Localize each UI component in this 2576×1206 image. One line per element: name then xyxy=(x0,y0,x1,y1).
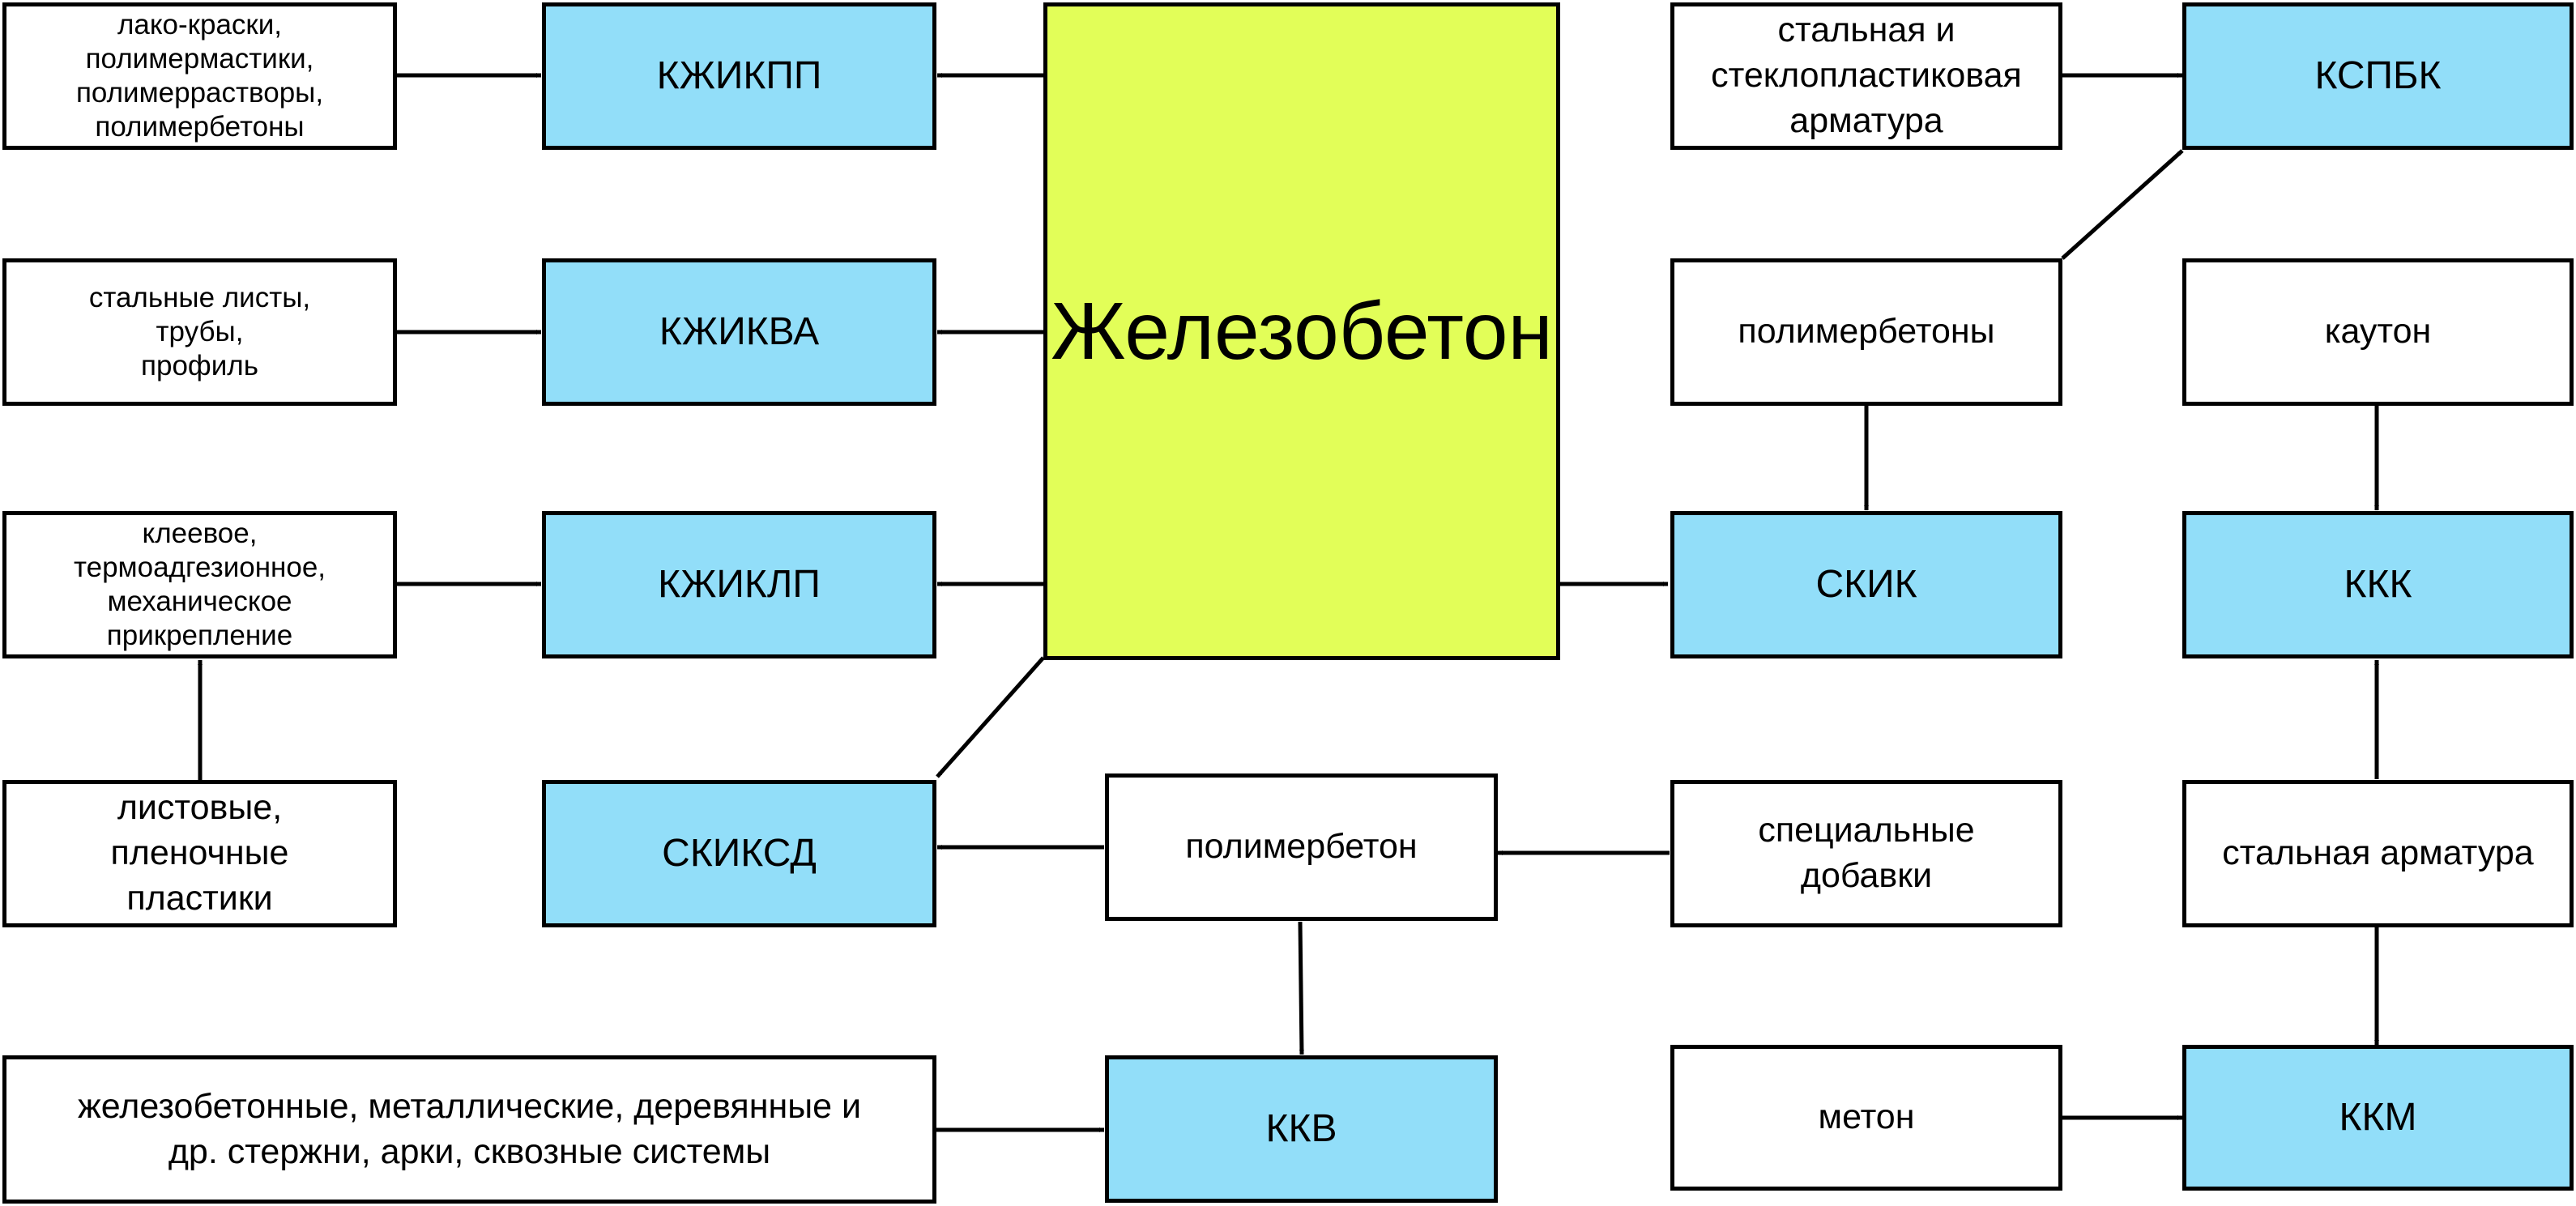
node-paints-polymers: лако-краски, полимермастики, полимерраст… xyxy=(2,2,397,150)
node-polymer-concrete: полимербетон xyxy=(1105,773,1498,921)
node-polymer-concretes: полимербетоны xyxy=(1670,258,2062,406)
node-steel-sheets: стальные листы, трубы, профиль xyxy=(2,258,397,406)
node-kzhikva: КЖИКВА xyxy=(542,258,936,406)
node-steel-rebar: стальная арматура xyxy=(2182,780,2574,927)
arrow-polymer-concretes-to-kspbk xyxy=(2061,149,2184,260)
arrow-polymer-concrete-to-kkv xyxy=(1298,921,1304,1055)
node-skiksd: СКИКСД xyxy=(542,780,936,927)
node-sheet-plastics: листовые, пленочные пластики xyxy=(2,780,397,927)
node-kkv: ККВ xyxy=(1105,1055,1498,1203)
node-kauton: каутон xyxy=(2182,258,2574,406)
node-skik: СКИК xyxy=(1670,511,2062,658)
node-kzhiklp: КЖИКЛП xyxy=(542,511,936,658)
node-reinforced-concrete: Железобетон xyxy=(1043,2,1560,660)
node-special-additives: специальные добавки xyxy=(1670,780,2062,927)
node-kspbk: КСПБК xyxy=(2182,2,2574,150)
node-meton: метон xyxy=(1670,1045,2062,1191)
arrow-center-to-skiksd xyxy=(936,656,1045,778)
node-kzhikpp: КЖИКПП xyxy=(542,2,936,150)
node-steel-glass-rebar: стальная и стеклопластиковая арматура xyxy=(1670,2,2062,150)
node-rods-arches: железобетонные, металлические, деревянны… xyxy=(2,1055,936,1204)
node-kkm: ККМ xyxy=(2182,1045,2574,1191)
node-kkk: ККК xyxy=(2182,511,2574,658)
node-attachment-methods: клеевое, термоадгезионное, механическое … xyxy=(2,511,397,658)
